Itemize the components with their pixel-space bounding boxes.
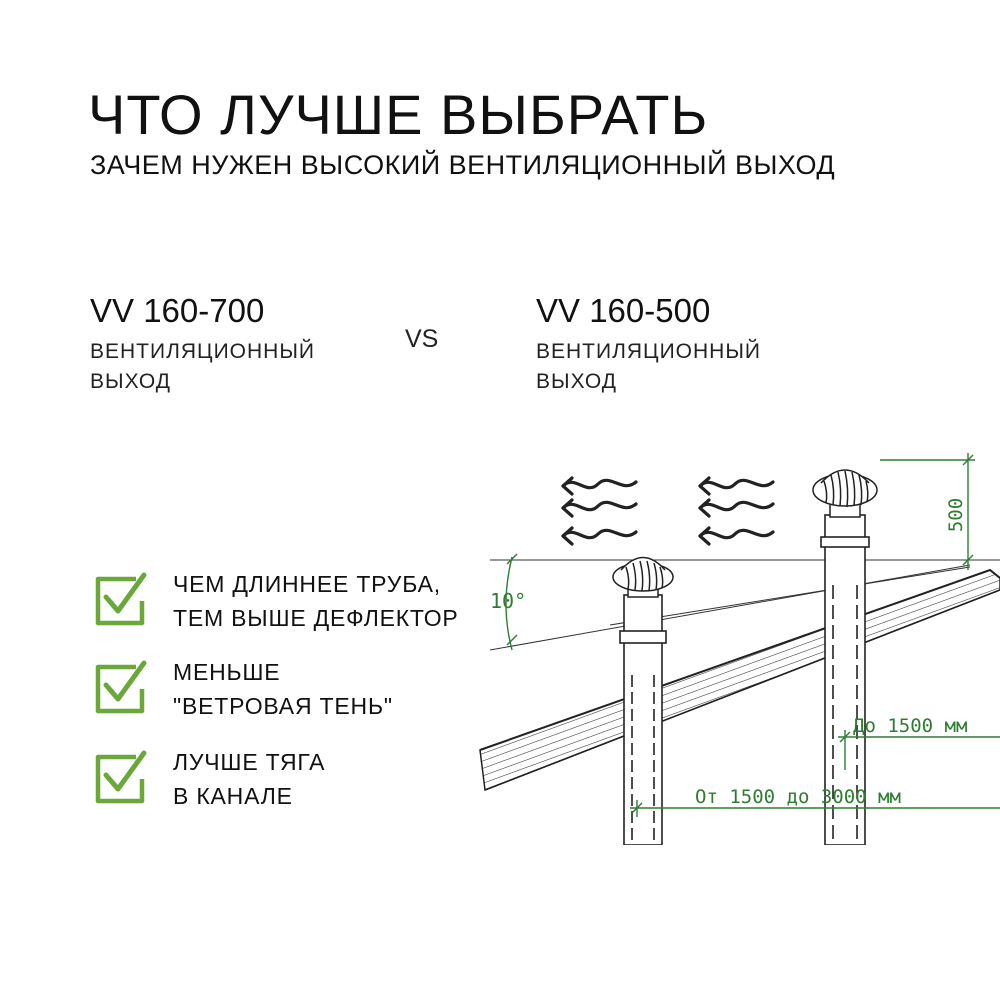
vs-label: VS — [405, 325, 439, 353]
model-left-desc-line1: ВЕНТИЛЯЦИОННЫЙ — [90, 340, 316, 363]
page-subtitle: ЗАЧЕМ НУЖЕН ВЫСОКИЙ ВЕНТИЛЯЦИОННЫЙ ВЫХОД — [90, 150, 836, 180]
dimension-height-label: 500 — [945, 498, 967, 532]
benefit-item: ЧЕМ ДЛИННЕЕ ТРУБА, ТЕМ ВЫШЕ ДЕФЛЕКТОР — [92, 571, 472, 635]
model-right-desc-line1: ВЕНТИЛЯЦИОННЫЙ — [536, 340, 762, 363]
benefit-text: ЧЕМ ДЛИННЕЕ ТРУБА, ТЕМ ВЫШЕ ДЕФЛЕКТОР — [173, 567, 459, 635]
wind-arrows-icon — [561, 476, 638, 546]
roof-section — [479, 568, 1000, 792]
model-left-desc: ВЕНТИЛЯЦИОННЫЙ ВЫХОД — [90, 337, 315, 397]
dimension-angle-label: 10° — [490, 589, 526, 613]
model-right: VV 160-500 — [536, 292, 711, 329]
turbine-deflector-icon — [612, 556, 674, 598]
dimension-short-label: До 1500 мм — [853, 715, 967, 737]
model-right-desc: ВЕНТИЛЯЦИОННЫЙ ВЫХОД — [536, 337, 761, 397]
model-left: VV 160-700 — [90, 292, 265, 329]
benefit-line: ЛУЧШЕ ТЯГА — [173, 749, 326, 775]
wind-arrows-icon — [698, 476, 775, 546]
dimension-short — [838, 730, 1000, 770]
vent-pipe-short — [619, 594, 667, 845]
benefit-item: ЛУЧШЕ ТЯГА В КАНАЛЕ — [92, 749, 472, 813]
dimension-long — [630, 800, 1000, 817]
model-left-desc-line2: ВЫХОД — [90, 370, 172, 393]
benefit-line: В КАНАЛЕ — [173, 783, 293, 809]
reference-lines — [489, 559, 1000, 651]
model-right-desc-line2: ВЫХОД — [536, 370, 618, 393]
checkbox-check-icon — [95, 750, 147, 804]
benefit-line: "ВЕТРОВАЯ ТЕНЬ" — [173, 693, 393, 719]
benefit-line: МЕНЬШЕ — [173, 659, 281, 685]
benefit-line: ТЕМ ВЫШЕ ДЕФЛЕКТОР — [173, 605, 459, 631]
benefit-item: МЕНЬШЕ "ВЕТРОВАЯ ТЕНЬ" — [92, 659, 472, 723]
dimension-long-label: От 1500 до 3000 мм — [695, 786, 901, 808]
benefit-text: ЛУЧШЕ ТЯГА В КАНАЛЕ — [173, 745, 325, 813]
benefit-text: МЕНЬШЕ "ВЕТРОВАЯ ТЕНЬ" — [173, 655, 393, 723]
page-title: ЧТО ЛУЧШЕ ВЫБРАТЬ — [88, 83, 709, 146]
dimension-angle — [505, 553, 518, 651]
checkbox-check-icon — [95, 660, 147, 714]
benefit-line: ЧЕМ ДЛИННЕЕ ТРУБА, — [173, 571, 441, 597]
ventilation-diagram: 500 10° До 1500 мм От 1500 до 3000 мм — [479, 453, 1000, 845]
checkbox-check-icon — [95, 572, 147, 626]
turbine-deflector-icon — [812, 469, 878, 518]
dimension-height — [880, 453, 975, 570]
